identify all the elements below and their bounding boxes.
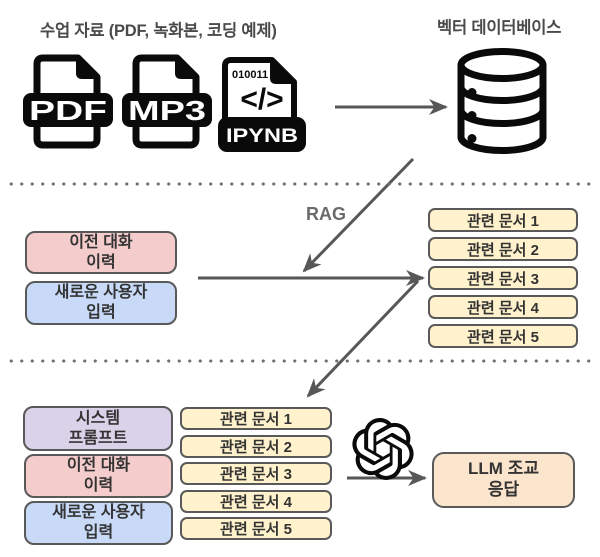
- box-label-line: 프롬프트: [68, 429, 128, 447]
- related-document-item: 관련 문서 5: [180, 517, 332, 540]
- middle-document-stack: 관련 문서 1 관련 문서 2 관련 문서 3 관련 문서 4 관련 문서 5: [428, 208, 578, 348]
- box-label-line: 시스템: [75, 409, 121, 427]
- related-document-item: 관련 문서 3: [428, 266, 578, 290]
- box-label-line: 새로운 사용자: [52, 504, 145, 522]
- rag-label: RAG: [306, 204, 346, 224]
- vector-database-title: 벡터 데이터베이스: [437, 19, 562, 37]
- mp3-file-icon: MP3: [122, 54, 212, 149]
- box-label-line: 이전 대화: [69, 233, 133, 251]
- box-label-line: 새로운 사용자: [54, 284, 148, 302]
- arrow-db-to-retrieval: [302, 157, 415, 273]
- ipynb-label: IPYNB: [226, 126, 298, 147]
- bottom-new-user-input-box: 새로운 사용자 입력: [24, 501, 173, 545]
- related-document-item: 관련 문서 2: [180, 434, 332, 458]
- pdf-file-icon: PDF: [23, 54, 113, 149]
- related-document-item: 관련 문서 2: [428, 237, 578, 261]
- pdf-label: PDF: [29, 95, 107, 126]
- box-label-line: 입력: [83, 524, 114, 541]
- bottom-document-stack: 관련 문서 1 관련 문서 2 관련 문서 3 관련 문서 4 관련 문서 5: [180, 407, 332, 540]
- llm-response-box: LLM 조교 응답: [432, 452, 575, 508]
- ipynb-code-glyph: </>: [240, 83, 283, 116]
- section-divider-top: [6, 182, 594, 186]
- bottom-previous-history-box: 이전 대화 이력: [24, 454, 173, 498]
- related-document-item: 관련 문서 1: [428, 208, 578, 232]
- middle-previous-history-box: 이전 대화 이력: [25, 231, 177, 274]
- related-document-item: 관련 문서 3: [180, 462, 332, 485]
- related-document-item: 관련 문서 5: [428, 324, 578, 348]
- related-document-item: 관련 문서 4: [180, 489, 332, 513]
- bottom-system-prompt-box: 시스템 프롬프트: [23, 406, 173, 451]
- section-divider-bottom: [6, 359, 594, 363]
- arrow-documents-to-prompt: [306, 279, 420, 398]
- ipynb-file-icon: 010011 </> IPYNB: [218, 57, 306, 152]
- source-materials-title: 수업 자료 (PDF, 녹화본, 코딩 예제): [40, 22, 277, 40]
- box-label-line: 이력: [86, 253, 116, 271]
- related-document-item: 관련 문서 1: [180, 407, 332, 430]
- ipynb-binary-text: 010011: [232, 69, 268, 81]
- related-document-item: 관련 문서 4: [428, 295, 578, 319]
- database-icon: [457, 48, 547, 154]
- box-label-line: 응답: [487, 480, 520, 499]
- mp3-label: MP3: [128, 95, 206, 126]
- box-label-line: 이전 대화: [66, 457, 131, 475]
- box-label-line: 입력: [86, 304, 116, 321]
- box-label-line: 이력: [83, 477, 114, 494]
- openai-logo-icon: [352, 418, 414, 480]
- middle-new-user-input-box: 새로운 사용자 입력: [25, 281, 177, 325]
- box-label-line: LLM 조교: [468, 459, 539, 479]
